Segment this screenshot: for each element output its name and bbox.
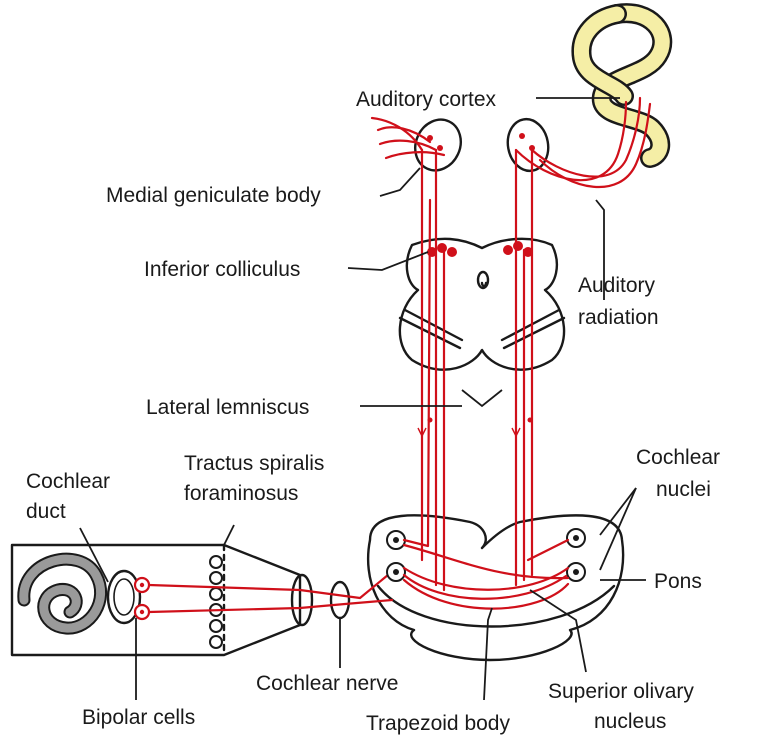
label-tractus-2: foraminosus: [184, 482, 298, 505]
label-auditory-radiation-2: radiation: [578, 306, 659, 329]
cochlear-nerve-oval-2: [331, 582, 349, 618]
label-lateral-lemniscus: Lateral lemniscus: [146, 396, 309, 419]
label-cochlear-nuclei-2: nuclei: [656, 478, 711, 501]
lateral-lemniscus-bracket: [462, 390, 502, 406]
label-pons: Pons: [654, 570, 702, 593]
label-cochlear-nerve: Cochlear nerve: [256, 672, 398, 695]
bipolar-cells: [135, 578, 149, 619]
label-cochlear-duct-2: duct: [26, 500, 66, 523]
label-cochlear-nuclei-1: Cochlear: [636, 446, 720, 469]
auditory-pathway: [149, 98, 650, 612]
label-superior-olivary-1: Superior olivary: [548, 680, 694, 703]
label-medial-geniculate-body: Medial geniculate body: [106, 184, 321, 207]
label-cochlear-duct-1: Cochlear: [26, 470, 110, 493]
medial-geniculate-body-left: [407, 112, 469, 178]
label-inferior-colliculus: Inferior colliculus: [144, 258, 300, 281]
label-superior-olivary-2: nucleus: [594, 710, 666, 733]
label-trapezoid-body: Trapezoid body: [366, 712, 510, 735]
midbrain-section: [400, 239, 564, 370]
cochlear-nerve-oval-1: [292, 575, 312, 625]
cochlea-housing: [12, 545, 300, 655]
label-tractus-1: Tractus spiralis: [184, 452, 324, 475]
label-auditory-radiation-1: Auditory: [578, 274, 656, 297]
label-bipolar-cells: Bipolar cells: [82, 706, 195, 729]
cochlear-duct: [24, 559, 140, 628]
label-auditory-cortex: Auditory cortex: [356, 88, 497, 111]
tractus-spiralis-foraminosus: [210, 556, 222, 648]
